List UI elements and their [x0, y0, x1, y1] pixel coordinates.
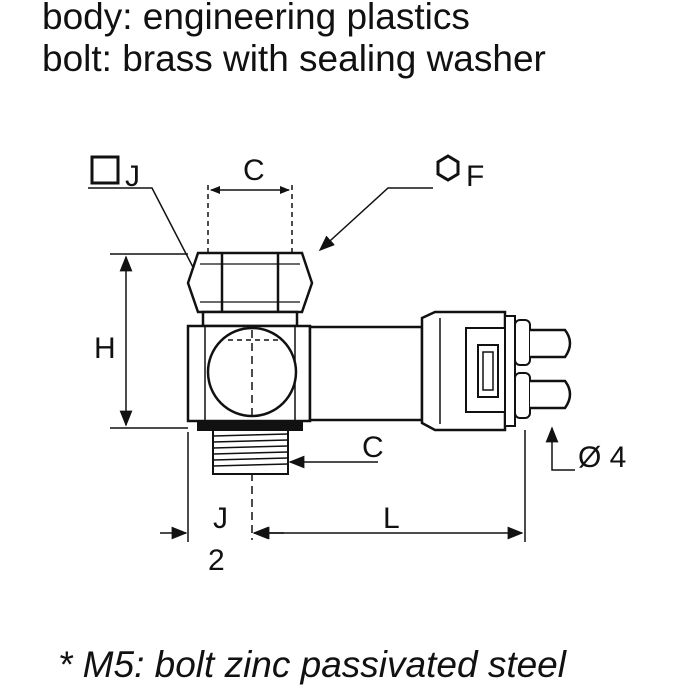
label-square-j: J [125, 160, 140, 193]
label-h: H [94, 332, 116, 365]
label-two: 2 [208, 544, 225, 577]
material-body-text: body: engineering plastics [42, 0, 470, 37]
label-c-thread: C [362, 431, 384, 464]
hexagon-icon [436, 154, 460, 182]
footnote: * M5: bolt zinc passivated steel [58, 644, 566, 685]
label-j-bottom: J [213, 502, 228, 535]
material-bolt-text: bolt: brass with sealing washer [42, 38, 546, 79]
square-icon [90, 155, 120, 185]
push-in-connector [420, 310, 531, 432]
label-hex-f: F [466, 160, 484, 193]
label-c-top: C [243, 154, 265, 187]
label-diameter: Ø 4 [578, 441, 626, 474]
hex-nut [186, 251, 314, 328]
fitting-body [186, 324, 424, 423]
leader-diameter [545, 426, 575, 471]
threaded-bolt [197, 420, 303, 475]
tubes [530, 328, 572, 410]
leader-hex-f [318, 187, 433, 252]
label-l: L [383, 502, 400, 535]
